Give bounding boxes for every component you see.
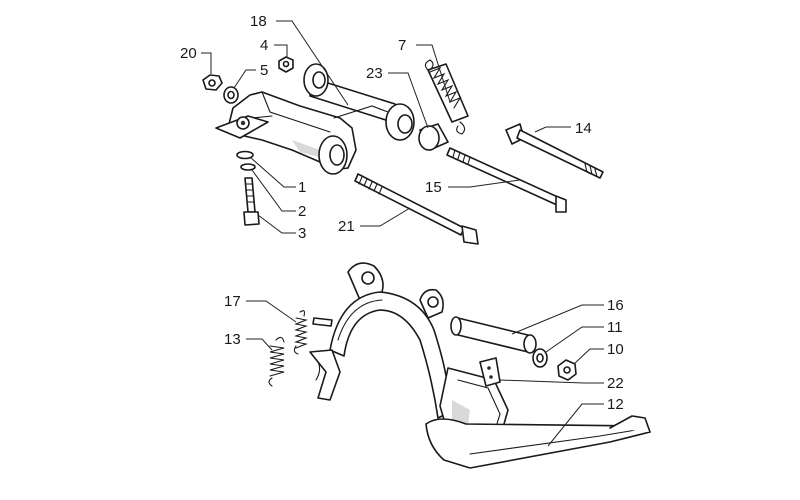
svg-text:17: 17 [224, 293, 241, 310]
svg-text:14: 14 [575, 120, 592, 137]
svg-text:7: 7 [398, 37, 406, 54]
washer-2 [240, 163, 256, 171]
svg-text:13: 13 [224, 331, 241, 348]
svg-text:11: 11 [607, 319, 623, 336]
svg-text:15: 15 [425, 179, 442, 196]
spring-7 [424, 59, 469, 135]
svg-text:4: 4 [260, 37, 268, 54]
callout-3: 3 [257, 214, 306, 242]
callout-18: 17 [224, 293, 297, 323]
callout-13: 12 [547, 396, 624, 447]
callout-10: 10 [573, 341, 624, 365]
nut-4 [278, 56, 294, 73]
pin-16 [450, 316, 537, 354]
callout-23: 22 [499, 375, 624, 392]
washer-5 [223, 86, 239, 104]
callout-15: 15 [425, 179, 521, 196]
callout-4: 4 [260, 37, 288, 58]
swing-arm-assembly [215, 63, 415, 175]
svg-text:5: 5 [260, 62, 268, 79]
washer-11 [532, 348, 548, 368]
svg-text:12: 12 [607, 396, 624, 413]
bolt-21 [354, 173, 479, 245]
bolt-15 [446, 147, 567, 213]
bolt-14 [505, 123, 604, 179]
callout-17: 20 [180, 45, 212, 74]
callout-1: 1 [249, 156, 306, 196]
nut-17 [202, 74, 223, 91]
callout-5: 5 [233, 62, 268, 89]
centre-stand-13 [309, 262, 651, 469]
nut-10 [557, 359, 577, 381]
callout-7: 7 [398, 37, 451, 103]
callout-11: 11 [545, 319, 623, 353]
callout-16: 16 [511, 297, 624, 335]
callout-2: 2 [251, 169, 306, 220]
bushing-22 [418, 123, 449, 151]
svg-text:18: 18 [250, 13, 267, 30]
bolt-3 [243, 177, 260, 226]
svg-text:2: 2 [298, 203, 306, 220]
svg-text:1: 1 [298, 179, 306, 196]
spring-12 [268, 336, 285, 387]
callout-14: 14 [534, 120, 592, 137]
callout-21: 21 [338, 207, 411, 235]
svg-text:3: 3 [298, 225, 306, 242]
callout-20: 18 [250, 13, 349, 106]
plate-23 [479, 357, 501, 387]
svg-text:22: 22 [607, 375, 624, 392]
svg-text:16: 16 [607, 297, 624, 314]
small-pin [312, 317, 333, 327]
spring-18 [293, 310, 308, 355]
callout-12: 13 [224, 331, 273, 351]
callouts: 18 4 20 5 7 23 14 15 [180, 13, 624, 447]
svg-text:20: 20 [180, 45, 197, 62]
svg-text:10: 10 [607, 341, 624, 358]
callout-22: 23 [366, 65, 429, 129]
svg-text:21: 21 [338, 218, 355, 235]
washer-1 [236, 150, 254, 160]
svg-text:23: 23 [366, 65, 383, 82]
